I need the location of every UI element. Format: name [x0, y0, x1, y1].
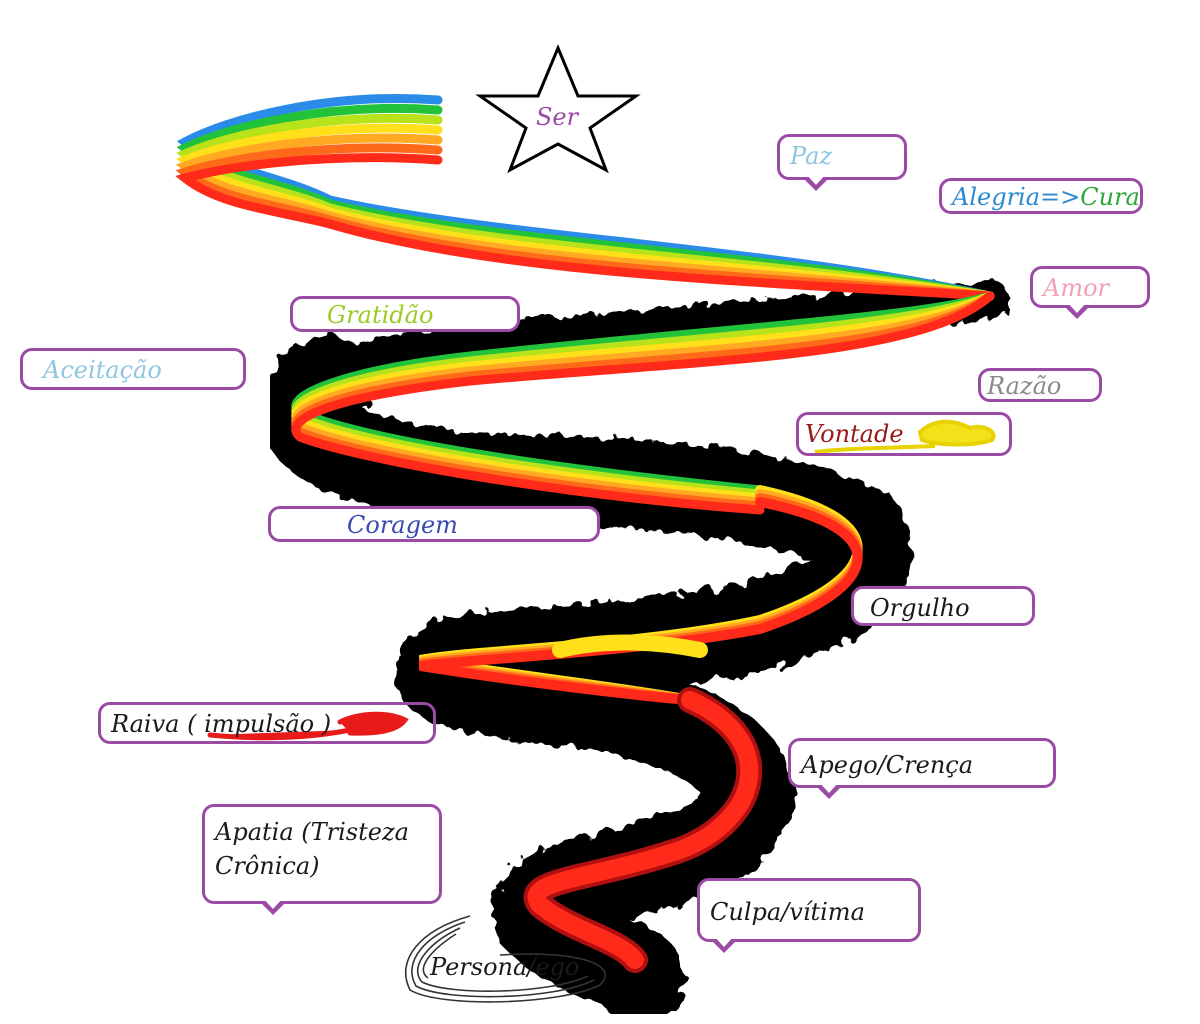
bubble-tail [1063, 302, 1091, 319]
label-paz: Paz [790, 142, 833, 170]
star-icon [475, 44, 641, 174]
label-alegria: Alegria [952, 183, 1041, 211]
label-coragem: Coragem [347, 511, 458, 539]
base-label: Persona/ego [430, 953, 580, 981]
bubble-culpa: Culpa/vítima [697, 878, 921, 953]
bubble-apego: Apego/Crença [788, 738, 1056, 799]
bubble-tail [710, 936, 738, 953]
label-apatia: Apatia (Tristeza Crônica) [215, 818, 409, 880]
bubble-raiva: Raiva ( impulsão ) [98, 702, 436, 744]
label-amor: Amor [1043, 274, 1110, 302]
bubble-alegria: Alegria=>Cura [939, 178, 1143, 214]
spiral-band [552, 634, 708, 658]
label-culpa: Culpa/vítima [710, 898, 865, 926]
label-apego: Apego/Crença [801, 751, 974, 779]
bubble-razao: Razão [978, 368, 1102, 402]
spiral-bands [175, 94, 995, 973]
label-cura: Cura [1080, 183, 1140, 211]
bubble-aceitacao: Aceitação [20, 348, 246, 390]
bubble-apatia: Apatia (Tristeza Crônica) [202, 804, 442, 915]
label-aceitacao: Aceitação [43, 356, 162, 384]
bubble-orgulho: Orgulho [851, 586, 1035, 626]
label-orgulho: Orgulho [870, 594, 970, 622]
persona-scribble-icon [404, 915, 606, 1003]
vontade-scribble-icon [814, 419, 996, 454]
bubble-tail [259, 898, 287, 915]
bubble-coragem: Coragem [268, 506, 600, 542]
label-arrow: => [1040, 183, 1081, 211]
bubble-paz: Paz [777, 134, 907, 191]
center-label: Ser [535, 103, 579, 131]
raiva-scribble-icon [207, 711, 409, 741]
label-raiva: Raiva ( impulsão ) [111, 710, 332, 738]
bubble-amor: Amor [1030, 266, 1150, 319]
label-razao: Razão [987, 372, 1062, 400]
spiral-band [291, 291, 995, 515]
label-gratidao: Gratidão [327, 301, 434, 329]
bubble-tail [815, 782, 843, 799]
bubble-tail [802, 174, 830, 191]
label-vontade: Vontade [805, 420, 904, 448]
spiral-band [527, 691, 759, 969]
bubble-gratidao: Gratidão [290, 296, 520, 332]
spiral-band [175, 153, 995, 301]
bubble-vontade: Vontade [796, 412, 1012, 456]
